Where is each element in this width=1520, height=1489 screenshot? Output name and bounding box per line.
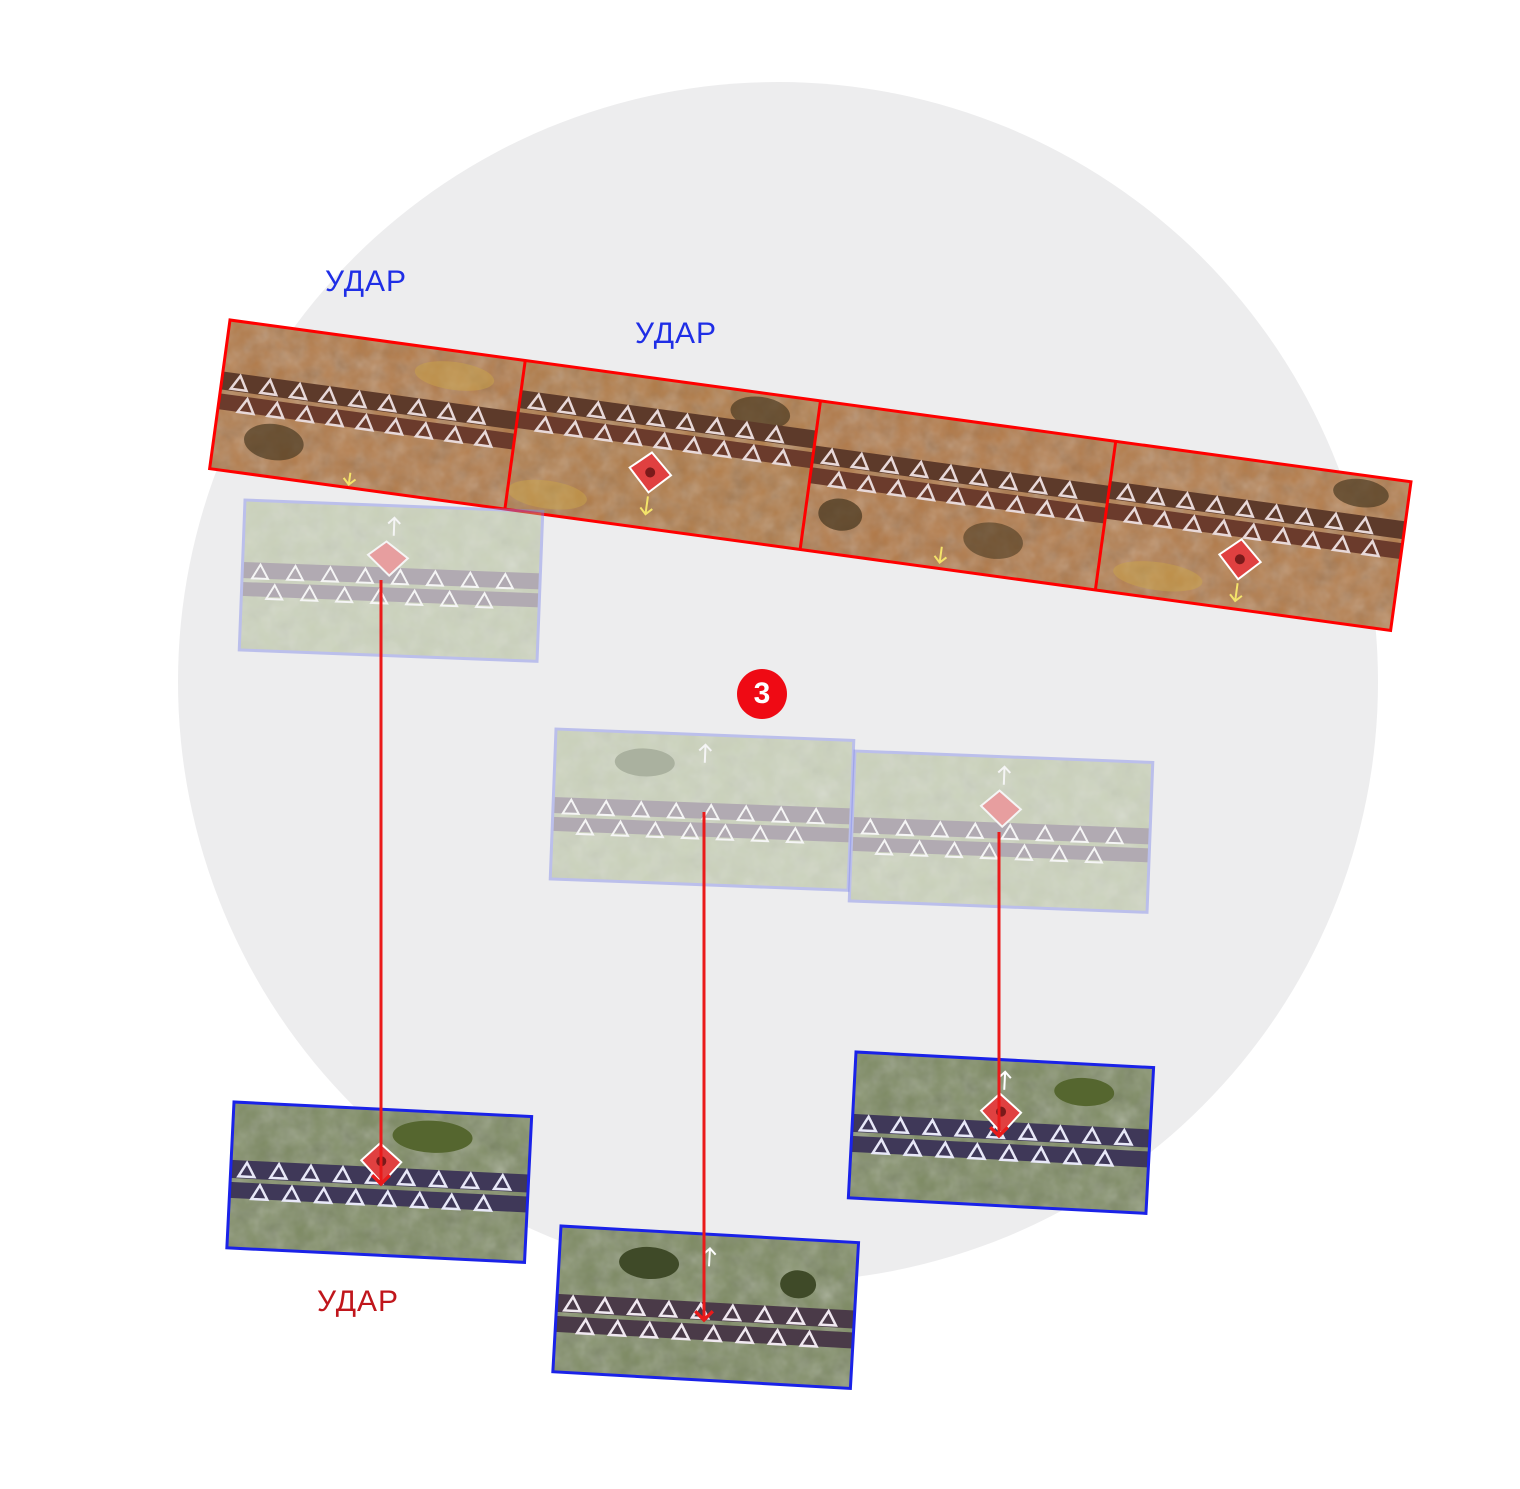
attack-label-3: УДАР <box>317 1285 400 1318</box>
defender-tile-3[interactable] <box>846 1050 1156 1215</box>
step-number-badge: 3 <box>737 669 787 719</box>
attack-label-2: УДАР <box>635 317 718 350</box>
ghost-tile-1 <box>237 498 545 663</box>
ghost-tile-2 <box>548 727 856 892</box>
facing-arrow-icon <box>1229 583 1243 603</box>
attacker-tile-3[interactable] <box>800 400 1116 590</box>
attacker-tile-4[interactable] <box>1095 441 1411 631</box>
facing-arrow-icon <box>933 546 948 564</box>
banner-icon <box>1217 537 1263 581</box>
banner-icon <box>628 451 673 494</box>
defender-tile-2[interactable] <box>551 1224 861 1390</box>
facing-arrow-icon <box>639 496 653 516</box>
attacker-tile-1[interactable] <box>209 320 526 510</box>
defender-tile-1[interactable] <box>225 1100 534 1264</box>
facing-arrow-icon <box>342 472 357 487</box>
ghost-tile-3 <box>847 749 1155 914</box>
attacker-line <box>207 318 1413 633</box>
attacker-tile-2[interactable] <box>504 360 821 550</box>
move-arrows <box>371 580 1009 1323</box>
attack-label-1: УДАР <box>325 265 408 298</box>
